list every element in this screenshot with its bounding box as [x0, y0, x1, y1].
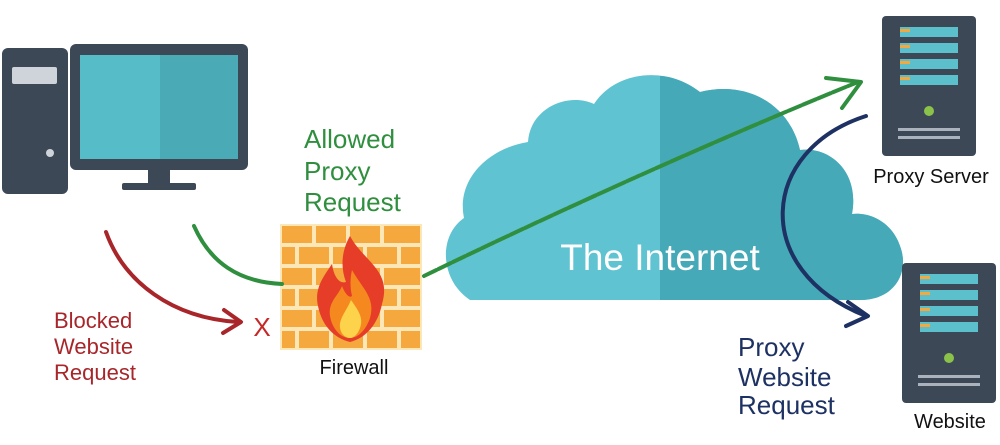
blocked-line-3: Request: [54, 360, 136, 385]
proxy-server-indicator: [900, 29, 910, 32]
proxy-website-line-1: Proxy: [738, 332, 804, 362]
pc-power-button: [46, 149, 54, 157]
proxy-website-line-2: Website: [738, 362, 831, 392]
website-server-bay: [920, 322, 978, 332]
website-server-indicator: [920, 308, 930, 311]
website-server-bay: [920, 306, 978, 316]
website-server-indicator: [920, 276, 930, 279]
pc-tower: [2, 48, 68, 194]
proxy-server-vent: [898, 128, 960, 131]
proxy-server-bay: [900, 75, 958, 85]
blocked-x-mark: X: [253, 312, 270, 342]
proxy-server-indicator: [900, 45, 910, 48]
monitor-stand-base: [122, 183, 196, 190]
proxy-server-bay: [900, 59, 958, 69]
firewall-label: Firewall: [320, 357, 389, 379]
allowed-line-1: Allowed: [304, 124, 395, 154]
allowed-line-2: Proxy: [304, 156, 370, 186]
desktop-computer-icon: [2, 44, 248, 194]
website-server-led: [944, 353, 954, 363]
proxy-server-led: [924, 106, 934, 116]
cloud-shade: [660, 76, 904, 300]
website-label: Website: [914, 411, 986, 433]
internet-label: The Internet: [560, 237, 760, 278]
proxy-website-request-arrow: [780, 114, 870, 328]
proxy-server-bay: [900, 27, 958, 37]
proxy-server-indicator: [900, 77, 910, 80]
proxy-website-request-label: Proxy Website Request: [738, 332, 839, 420]
monitor-stand-neck: [148, 170, 170, 184]
proxy-website-line-3: Request: [738, 390, 836, 420]
website-server-vent: [918, 375, 980, 378]
website-server-bay: [920, 274, 978, 284]
allowed-request-arrow: [192, 76, 863, 286]
website-server-indicator: [920, 292, 930, 295]
blocked-request-arrow: X: [104, 230, 271, 342]
allowed-line-3: Request: [304, 187, 402, 217]
pc-drive-bay: [12, 67, 57, 84]
website-server-vent: [918, 383, 980, 386]
proxy-server-label: Proxy Server: [873, 166, 989, 188]
blocked-request-label: Blocked Website Request: [54, 308, 139, 385]
proxy-server-icon: Proxy Server: [873, 16, 989, 188]
proxy-server-indicator: [900, 61, 910, 64]
allowed-request-label: Allowed Proxy Request: [304, 124, 402, 217]
website-server-icon: Website: [902, 263, 996, 433]
firewall-icon: Firewall: [280, 224, 422, 379]
blocked-line-2: Website: [54, 334, 133, 359]
website-server-bay: [920, 290, 978, 300]
flame-inner: [339, 300, 362, 338]
proxy-server-bay: [900, 43, 958, 53]
monitor-screen-shade: [160, 55, 238, 159]
cloud-icon: The Internet: [445, 75, 904, 300]
proxy-server-vent: [898, 136, 960, 139]
website-server-indicator: [920, 324, 930, 327]
blocked-line-1: Blocked: [54, 308, 132, 333]
